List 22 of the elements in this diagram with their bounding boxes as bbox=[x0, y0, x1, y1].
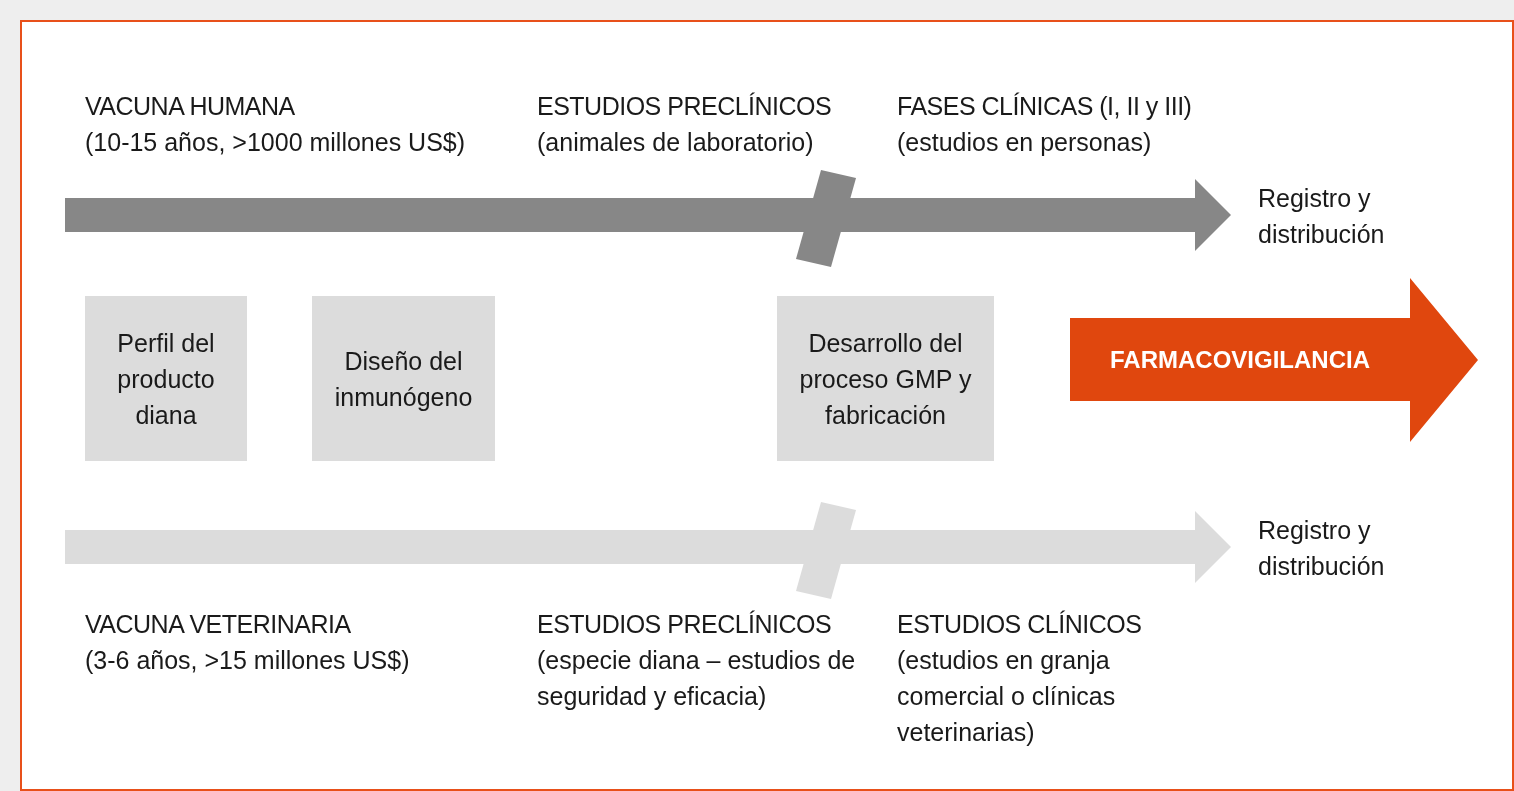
stage-label: Registro y distribución bbox=[1258, 183, 1386, 250]
process-box bbox=[312, 296, 495, 461]
phase-description: (estudios en granja comercial o clínicas veterinarias) bbox=[897, 645, 1117, 748]
phase-heading: VACUNA VETERINARIA bbox=[85, 609, 352, 640]
process-box bbox=[777, 296, 994, 461]
process-box bbox=[85, 296, 247, 461]
phase-description: (animales de laboratorio) bbox=[537, 127, 815, 158]
phase-heading: FASES CLÍNICAS (I, II y III) bbox=[897, 91, 1193, 122]
arrow-shape bbox=[1070, 278, 1478, 442]
phase-description: (especie diana – estudios de seguridad y eficacia) bbox=[537, 645, 857, 712]
arrow bbox=[65, 170, 1231, 267]
box-label: Perfil del producto diana bbox=[116, 327, 216, 431]
arrow bbox=[65, 502, 1231, 599]
arrow-label: FARMACOVIGILANCIA bbox=[1109, 345, 1371, 375]
box-label: Diseño del inmunógeno bbox=[333, 345, 474, 413]
phase-heading: ESTUDIOS CLÍNICOS bbox=[897, 609, 1143, 640]
phase-heading: ESTUDIOS PRECLÍNICOS bbox=[537, 91, 833, 122]
phase-description: (estudios en personas) bbox=[897, 127, 1153, 158]
phase-heading: VACUNA HUMANA bbox=[85, 91, 296, 122]
box-label: Desarrollo del proceso GMP y fabricación bbox=[798, 327, 973, 431]
stage-label: Registro y distribución bbox=[1258, 515, 1386, 582]
phase-heading: ESTUDIOS PRECLÍNICOS bbox=[537, 609, 833, 640]
